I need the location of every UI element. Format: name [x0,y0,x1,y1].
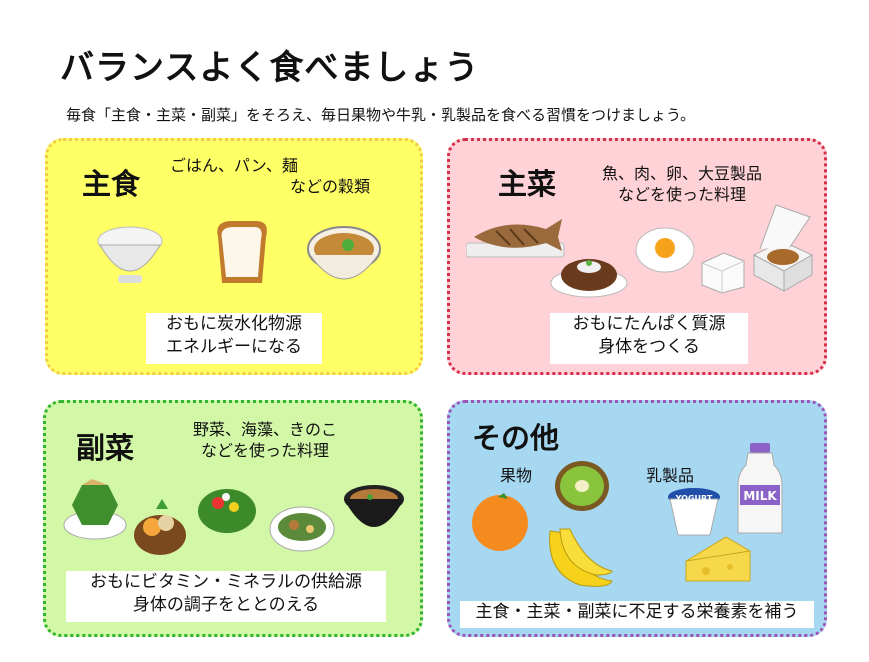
card-heading: 副菜 [76,431,135,465]
bread-icon [217,221,267,283]
yogurt-icon: YOGURT [668,488,720,536]
card-heading: 主菜 [498,167,557,201]
rice-bowl-icon [97,226,163,283]
desc-line: などを使った料理 [200,441,329,460]
card-shusai: 主菜 魚、肉、卵、大豆製品 などを使った料理 おもにたんぱく質源 身体をつくる [447,138,827,375]
nutrition-note: おもにたんぱく質源 身体をつくる [550,313,748,364]
dairy-label: 乳製品 [646,466,695,485]
milk-label: MILK [743,489,777,503]
cheese-icon [685,536,751,582]
card-description: 野菜、海藻、きのこ などを使った料理 [170,419,360,461]
page-title: バランスよく食べましょう [60,48,480,88]
note-line: 主食・主菜・副菜に不足する栄養素を補う [475,602,799,622]
grilled-fish-icon [466,219,565,258]
desc-line: 魚、肉、卵、大豆製品 [601,164,762,183]
card-fukusai: 副菜 野菜、海藻、きのこ などを使った料理 おもにビタミン・ミネラルの供給源 身… [43,400,423,637]
simmered-dish-icon [134,499,186,555]
nutrition-note: おもに炭水化物源 エネルギーになる [146,313,322,364]
fried-egg-icon [635,227,695,273]
card-description: 魚、肉、卵、大豆製品 などを使った料理 [582,163,782,205]
note-line: おもにビタミン・ミネラルの供給源 [90,572,362,592]
spinach-dish-icon [63,479,127,540]
note-line: エネルギーになる [166,337,302,357]
tofu-icon [701,252,745,294]
card-heading: その他 [472,421,560,455]
kiwi-icon [555,461,609,511]
banana-icon [549,528,613,587]
desc-line: などの穀類 [289,177,370,196]
fruit-label: 果物 [500,466,533,485]
miso-soup-icon [344,485,404,527]
orange-icon [472,493,528,551]
hamburg-steak-icon [550,259,628,298]
note-line: 身体をつくる [598,337,700,357]
note-line: おもに炭水化物源 [166,314,302,334]
stir-fry-icon [269,506,335,552]
natto-icon [752,204,814,292]
desc-line: ごはん、パン、麺 [170,156,298,175]
yogurt-label: YOGURT [675,494,713,503]
card-heading: 主食 [82,167,141,201]
card-shushoku: 主食 ごはん、パン、麺 などの穀類 おもに炭水化物源 エネルギーになる [45,138,423,375]
desc-line: 野菜、海藻、きのこ [192,420,337,439]
milk-bottle-icon: MILK [737,443,783,534]
page-subtitle: 毎食「主食・主菜・副菜」をそろえ、毎日果物や牛乳・乳製品を食べる習慣をつけましょ… [66,106,696,124]
note-line: おもにたんぱく質源 [572,314,726,334]
salad-icon [198,489,256,533]
card-description: ごはん、パン、麺 などの穀類 [170,155,370,197]
nutrition-note: 主食・主菜・副菜に不足する栄養素を補う [460,601,814,628]
nutrition-note: おもにビタミン・ミネラルの供給源 身体の調子をととのえる [66,571,386,622]
noodle-bowl-icon [307,226,381,280]
note-line: 身体の調子をととのえる [132,595,320,615]
card-sonota: その他 果物 乳製品 YOGURT MILK 主食・主菜・副菜に不足する栄養素を… [447,400,827,637]
desc-line: などを使った料理 [617,185,746,204]
